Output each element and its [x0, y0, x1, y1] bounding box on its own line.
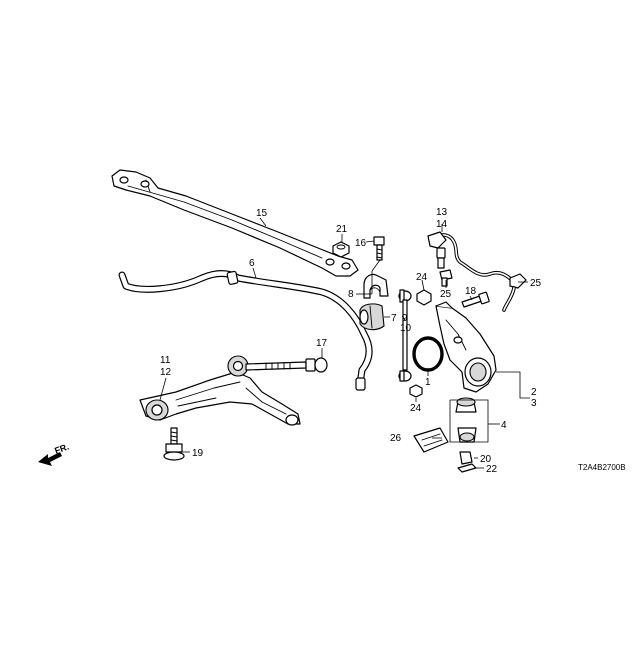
callout-1: 1 [425, 377, 431, 388]
callout-6: 6 [249, 258, 255, 269]
callout-7: 7 [391, 313, 397, 324]
callout-11: 11 [160, 355, 171, 366]
callout-2: 2 [531, 387, 537, 398]
part-22-clip [457, 463, 477, 473]
callout-25-bolt: 25 [440, 289, 452, 300]
part-4-ball-joint [455, 397, 477, 443]
part-20-nut [459, 451, 473, 465]
callout-8: 8 [348, 289, 354, 300]
callout-21: 21 [336, 224, 348, 235]
callout-12: 12 [160, 367, 172, 378]
part-24-nut-lower [409, 384, 423, 398]
callout-16: 16 [355, 238, 367, 249]
callout-26: 26 [390, 433, 402, 444]
callout-24-lower: 24 [410, 403, 422, 414]
part-9-10-stabilizer-link [398, 289, 412, 382]
part-16-bolt [373, 236, 385, 261]
callout-19: 19 [192, 448, 204, 459]
part-19-bolt [163, 427, 185, 461]
callout-14: 14 [436, 219, 448, 230]
callout-9: 9 [402, 313, 408, 324]
part-13-14-abs-sensor [427, 231, 516, 284]
leader-lines [159, 217, 530, 469]
callout-17: 17 [316, 338, 328, 349]
callout-20: 20 [480, 454, 492, 465]
callout-3: 3 [531, 398, 537, 409]
part-15-cross-brace [111, 169, 359, 277]
callout-4: 4 [501, 420, 507, 431]
callout-24-upper: 24 [416, 272, 428, 283]
part-6-stabilizer-bar [118, 270, 373, 391]
part-25-bolt [439, 269, 453, 287]
callout-25-connector: 25 [530, 278, 542, 289]
part-26-shield [413, 427, 449, 453]
part-25-sensor-connector [502, 273, 527, 312]
part-21-nut [332, 241, 350, 258]
callout-labels: 15 6 21 16 8 7 9 10 24 13 14 25 18 25 1 … [160, 207, 542, 475]
callout-18: 18 [465, 286, 477, 297]
part-18-bolt [461, 291, 490, 308]
part-11-12-lower-arm [139, 355, 301, 426]
part-knuckle [435, 301, 497, 393]
part-24-nut-upper [416, 289, 432, 306]
direction-label: FR. [53, 442, 70, 456]
part-7-bushing [359, 303, 385, 331]
diagram-code: T2A4B2700B [578, 463, 626, 472]
callout-15: 15 [256, 208, 268, 219]
part-1-snap-ring [412, 336, 444, 372]
part-8-bushing-holder [363, 273, 389, 299]
callout-22: 22 [486, 464, 498, 475]
callout-10: 10 [400, 323, 412, 334]
callout-13: 13 [436, 207, 448, 218]
front-direction-arrow: FR. [38, 442, 70, 466]
part-17-bolt [245, 357, 328, 373]
